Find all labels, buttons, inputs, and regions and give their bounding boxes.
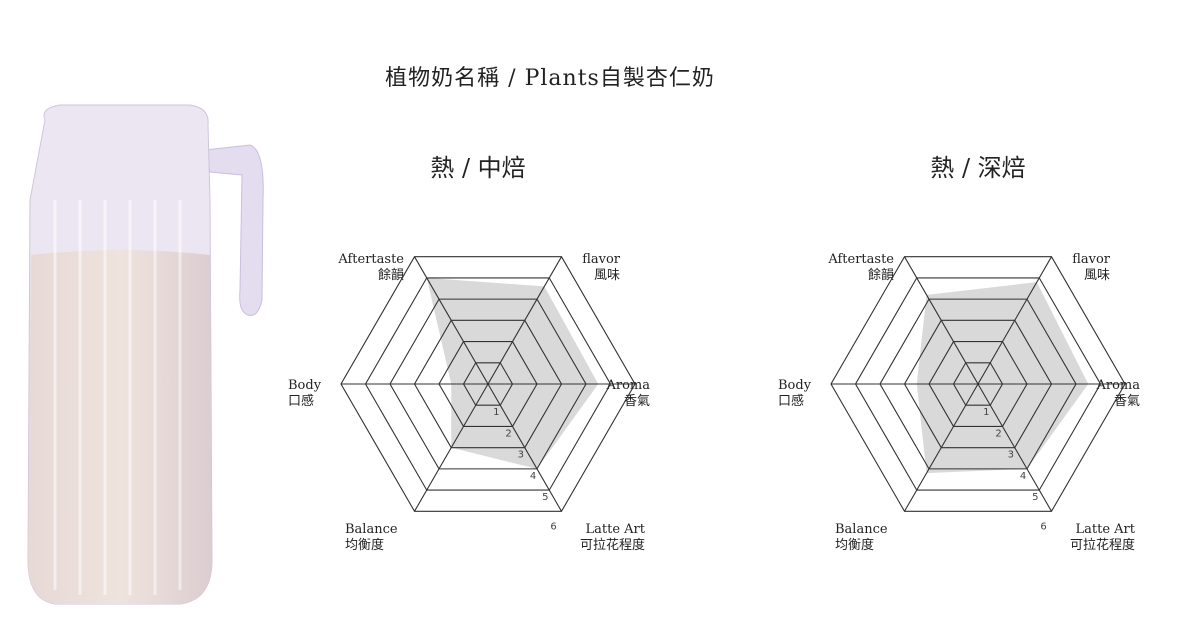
axis-label-zh: 餘韻 <box>377 268 404 283</box>
axis-label-en: Aroma <box>1096 378 1140 393</box>
tick-label: 3 <box>518 450 524 461</box>
axis-line <box>414 256 489 385</box>
axis-label-zh: 餘韻 <box>867 268 894 283</box>
axis-line <box>977 256 1052 385</box>
page-title: 植物奶名稱 / Plants自製杏仁奶 <box>385 66 715 91</box>
axis-label-zh: 可拉花程度 <box>1069 538 1135 553</box>
axis-label-zh: 均衡度 <box>345 538 385 553</box>
axis-line <box>904 256 979 385</box>
axis-label-en: Latte Art <box>585 522 645 537</box>
tick-label: 5 <box>542 492 548 503</box>
axis-label-en: flavor <box>582 252 620 267</box>
axis-label-en: Aftertaste <box>338 252 404 267</box>
tick-label: 3 <box>1008 450 1014 461</box>
axis-label-zh: 口感 <box>778 394 805 409</box>
tick-label: 4 <box>530 471 536 482</box>
axis-label-zh: 香氣 <box>623 394 650 409</box>
axis-label-zh: 可拉花程度 <box>579 538 645 553</box>
axis-line <box>487 383 562 512</box>
tick-label: 6 <box>1040 521 1046 532</box>
axis-label-en: Aftertaste <box>828 252 894 267</box>
axis-label-en: Balance <box>835 522 888 537</box>
axis-label-en: flavor <box>1072 252 1110 267</box>
axis-label-en: Body <box>778 378 812 393</box>
tick-label: 6 <box>550 521 556 532</box>
axis-line <box>487 256 562 385</box>
chart-title-medium-roast: 熱 / 中焙 <box>430 154 526 182</box>
axis-line <box>904 383 979 512</box>
tick-label: 2 <box>995 428 1001 439</box>
axis-label-zh: 風味 <box>593 268 620 283</box>
axis-label-en: Aroma <box>606 378 650 393</box>
axis-label-zh: 口感 <box>288 394 315 409</box>
tick-label: 2 <box>505 428 511 439</box>
axis-label-zh: 風味 <box>1083 268 1110 283</box>
tick-label: 4 <box>1020 471 1026 482</box>
axis-label-en: Body <box>288 378 322 393</box>
tick-label: 1 <box>493 407 499 418</box>
axis-line <box>414 383 489 512</box>
tick-label: 5 <box>1032 492 1038 503</box>
axis-label-en: Latte Art <box>1075 522 1135 537</box>
axis-label-en: Balance <box>345 522 398 537</box>
axis-line <box>977 383 1052 512</box>
tick-label: 1 <box>983 407 989 418</box>
chart-title-dark-roast: 熱 / 深焙 <box>930 154 1026 182</box>
axis-label-zh: 香氣 <box>1113 394 1140 409</box>
axis-label-zh: 均衡度 <box>835 538 875 553</box>
radar-area-0 <box>426 277 599 469</box>
